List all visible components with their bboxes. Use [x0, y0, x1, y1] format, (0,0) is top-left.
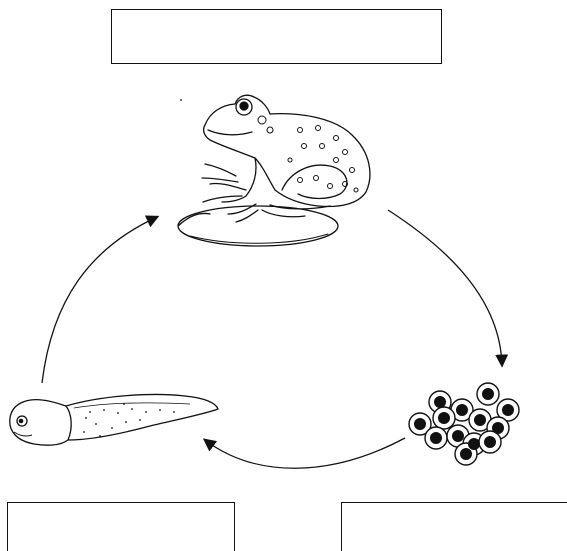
label-box-bottom-left [7, 502, 235, 551]
frog-eggs-icon [409, 383, 519, 465]
arrow-eggs-to-tadpole [205, 438, 405, 468]
life-cycle-diagram [0, 0, 567, 500]
arrow-frog-to-eggs [388, 210, 502, 365]
arrow-tadpole-to-frog [42, 217, 157, 383]
label-box-bottom-right [341, 502, 567, 551]
frog-on-lily-pad-icon [178, 95, 370, 246]
tadpole-icon [10, 394, 218, 445]
lily-pad [178, 206, 338, 246]
